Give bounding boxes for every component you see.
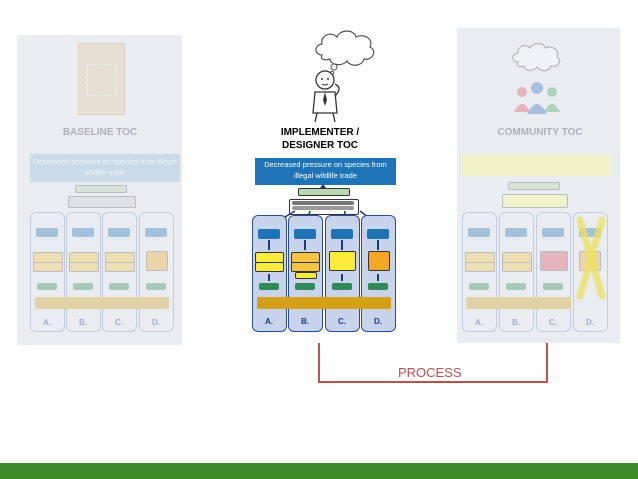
arrow-up-icon	[268, 240, 270, 250]
community-outcome-bar	[502, 194, 568, 208]
implementer-yellow-box	[329, 251, 356, 271]
implementer-blue-box	[258, 229, 280, 239]
baseline-gold-bar	[35, 297, 169, 309]
baseline-impact	[75, 185, 127, 193]
arrow-up-icon	[320, 184, 326, 188]
thought-cloud-icon	[512, 42, 561, 72]
implementer-yellow-small	[295, 272, 317, 279]
arrow-up-icon	[304, 240, 306, 250]
baseline-label-d: D.	[152, 318, 160, 327]
community-goal	[462, 154, 612, 176]
baseline-yellow-box	[69, 262, 99, 272]
implementer-goal: Decreased pressure on species from illeg…	[255, 158, 396, 185]
community-yellow-box	[502, 252, 532, 263]
community-blue-box	[505, 228, 527, 237]
implementer-gold-bar	[257, 297, 391, 309]
community-label-b: B.	[512, 318, 520, 327]
implementer-label-c: C.	[338, 317, 346, 326]
process-bracket	[318, 343, 548, 383]
baseline-green-box	[37, 283, 57, 290]
baseline-green-box	[73, 283, 93, 290]
community-column-d	[573, 212, 608, 332]
community-column-b	[499, 212, 534, 332]
baseline-blue-box	[72, 228, 94, 237]
community-label-a: A.	[475, 318, 483, 327]
implementer-green-box	[332, 283, 352, 290]
community-yellow-box	[465, 262, 495, 272]
implementer-blue-box	[331, 229, 353, 239]
implementer-green-box	[295, 283, 315, 290]
baseline-title: BASELINE TOC	[62, 127, 138, 138]
baseline-green-box	[146, 283, 166, 290]
cross-out-icon	[576, 216, 606, 300]
baseline-column-b	[66, 212, 101, 332]
community-group-icon	[514, 82, 560, 114]
arrow-up-icon	[341, 274, 343, 281]
community-title: COMMUNITY TOC	[497, 127, 583, 138]
baseline-orange-box	[146, 251, 168, 271]
community-green-box	[543, 283, 563, 290]
baseline-yellow-box	[33, 262, 63, 272]
implementer-title-line1: IMPLEMENTER /	[280, 127, 360, 138]
implementer-label-a: A.	[265, 317, 273, 326]
implementer-orange-box	[368, 251, 390, 271]
community-yellow-box	[502, 262, 532, 272]
community-yellow-box	[465, 252, 495, 263]
baseline-yellow-box	[105, 252, 135, 263]
arrow-up-icon	[377, 240, 379, 250]
community-green-box	[469, 283, 489, 290]
thought-cloud-icon	[315, 30, 375, 75]
community-impact	[508, 182, 560, 190]
baseline-blue-box	[36, 228, 58, 237]
community-column-a	[462, 212, 497, 332]
baseline-yellow-box	[69, 252, 99, 263]
community-blue-box	[542, 228, 564, 237]
implementer-outcome-bar	[292, 201, 354, 205]
implementer-label-d: D.	[374, 317, 382, 326]
process-label: PROCESS	[398, 365, 462, 380]
community-gold-bar	[466, 297, 571, 309]
baseline-outcome-bar	[68, 196, 136, 208]
implementer-column-c	[325, 215, 360, 332]
baseline-column-d	[139, 212, 174, 332]
implementer-blue-box	[367, 229, 389, 239]
implementer-label-b: B.	[301, 317, 309, 326]
implementer-green-box	[259, 283, 279, 290]
baseline-blue-box	[108, 228, 130, 237]
baseline-label-b: B.	[79, 318, 87, 327]
community-label-d: D.	[586, 318, 594, 327]
footer-bar	[0, 463, 638, 479]
arrow-up-icon	[268, 274, 270, 281]
baseline-goal: Decreased pressure on species from illeg…	[30, 154, 180, 182]
implementer-green-box	[368, 283, 388, 290]
community-column-c	[536, 212, 571, 332]
community-panel	[457, 28, 620, 343]
baseline-green-box	[109, 283, 129, 290]
baseline-label-a: A.	[43, 318, 51, 327]
implementer-yellow-box	[255, 262, 284, 272]
baseline-label-c: C.	[115, 318, 123, 327]
arrow-up-icon	[341, 240, 343, 250]
implementer-blue-box	[294, 229, 316, 239]
community-blue-box	[579, 228, 601, 237]
baseline-yellow-box	[33, 252, 63, 263]
implementer-title-line2: DESIGNER TOC	[282, 140, 358, 151]
community-blue-box	[468, 228, 490, 237]
community-label-c: C.	[549, 318, 557, 327]
arrow-up-icon	[377, 274, 379, 281]
baseline-column-c	[102, 212, 137, 332]
baseline-yellow-box	[105, 262, 135, 272]
document-thumbnail-icon	[78, 43, 125, 115]
implementer-impact	[298, 188, 350, 196]
community-red-box	[540, 251, 568, 271]
implementer-yellow-box	[291, 262, 320, 272]
community-green-box	[506, 283, 526, 290]
implementer-outcome-bar	[292, 206, 354, 210]
baseline-blue-box	[145, 228, 167, 237]
baseline-panel	[17, 35, 182, 345]
thinking-person-icon	[312, 70, 340, 123]
baseline-column-a	[30, 212, 65, 332]
